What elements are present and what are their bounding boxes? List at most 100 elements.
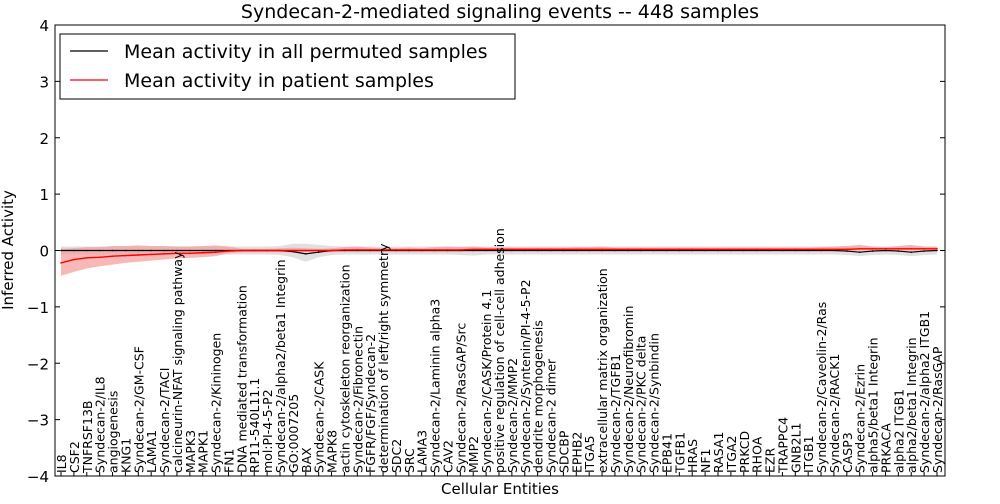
patient-point <box>356 249 359 251</box>
chart-title: Syndecan-2-mediated signaling events -- … <box>241 1 759 23</box>
x-tick-label: EPB41 <box>659 433 674 473</box>
patient-point <box>330 249 333 252</box>
x-tick-label: CAV2 <box>440 440 455 473</box>
x-tick-label: Syndecan-2/Synbindin <box>647 333 662 473</box>
x-tick-label: angiogenesis <box>106 391 121 473</box>
x-tick-label: ITGA2 <box>724 435 739 473</box>
x-tick-label: Syndecan-2/CASK <box>312 361 327 473</box>
permuted-point <box>601 249 603 252</box>
x-tick-label: CASP3 <box>840 432 855 473</box>
x-tick-label: SRC <box>402 448 417 473</box>
x-tick-label: Syndecan-2/alpha2/beta1 Integrin <box>273 259 288 473</box>
permuted-point <box>742 249 745 252</box>
permuted-point <box>781 249 784 252</box>
patient-point <box>408 249 410 251</box>
patient-point <box>730 248 732 251</box>
patient-point <box>717 248 719 251</box>
y-tick-label: −2 <box>27 355 49 373</box>
patient-point <box>472 248 475 251</box>
x-tick-label: Syndecan-2 dimer <box>544 358 559 473</box>
x-tick-label: TRAPPC4 <box>775 417 790 474</box>
permuted-point <box>549 249 552 252</box>
patient-point <box>833 248 835 251</box>
x-tick-label: alpha2 ITGB1 <box>891 389 906 473</box>
patient-point <box>807 248 809 251</box>
x-tick-label: CSF2 <box>67 441 82 473</box>
patient-point <box>588 248 590 251</box>
x-tick-label: TGFB1 <box>672 432 687 474</box>
patient-point <box>420 249 423 251</box>
patient-point <box>884 248 887 250</box>
patient-point <box>279 249 281 252</box>
patient-point <box>523 248 526 251</box>
x-tick-label: RASA1 <box>711 432 726 473</box>
x-tick-label: MMP2 <box>466 436 481 473</box>
x-tick-label: Syndecan-2/Caveolin-2/Ras <box>814 302 829 473</box>
x-tick-label: LAMA3 <box>415 430 430 473</box>
x-tick-label: MAPK8 <box>325 430 340 473</box>
patient-point <box>639 248 642 251</box>
permuted-point <box>98 249 101 252</box>
x-tick-label: dendrite morphogenesis <box>531 320 546 473</box>
permuted-point <box>472 249 475 252</box>
permuted-point <box>304 253 307 255</box>
permuted-point <box>755 249 758 252</box>
patient-point <box>214 251 217 253</box>
x-tick-label: Syndecan-2/RasGAP <box>930 346 945 473</box>
patient-point <box>369 249 371 251</box>
permuted-point <box>678 249 681 252</box>
x-tick-label: Syndecan-2/IL8 <box>93 376 108 473</box>
permuted-point <box>523 249 526 252</box>
x-tick-label: ITGB1 <box>801 435 816 473</box>
permuted-point <box>562 249 565 252</box>
patient-point <box>923 248 925 250</box>
patient-point <box>292 249 294 252</box>
x-tick-label: Syndecan-2/TACI <box>157 368 172 473</box>
patient-point <box>614 248 616 251</box>
patient-point <box>150 253 152 256</box>
patient-point <box>60 262 62 264</box>
x-tick-label: alpha5/beta1 Integrin <box>866 337 881 473</box>
x-tick-label: Syndecan-2/RACK1 <box>827 354 842 473</box>
permuted-point <box>871 250 874 252</box>
permuted-point <box>614 249 616 252</box>
patient-point <box>343 249 346 251</box>
permuted-point <box>884 249 887 252</box>
permuted-point <box>639 249 642 252</box>
x-tick-label: actin cytoskeleton reorganization <box>337 264 352 473</box>
x-tick-label: EPHB2 <box>569 432 584 473</box>
permuted-point <box>794 249 797 252</box>
permuted-point <box>730 249 732 252</box>
patient-point <box>704 248 706 251</box>
y-tick-label: 1 <box>39 186 49 204</box>
patient-point <box>627 248 629 251</box>
permuted-point <box>897 250 900 252</box>
x-tick-label: Syndecan-2/Neurofibromin <box>621 306 636 473</box>
permuted-point <box>292 250 294 253</box>
x-tick-label: Syndecan-2/alpha2 ITGB1 <box>917 311 932 473</box>
y-tick-label: −3 <box>27 412 49 430</box>
x-tick-label: Syndecan-2/GM-CSF <box>131 346 146 473</box>
patient-point <box>562 248 565 251</box>
y-tick-label: 4 <box>39 17 49 35</box>
x-tick-label: IL8 <box>54 454 69 473</box>
permuted-point <box>833 249 835 252</box>
x-tick-label: Syndecan-2/Syntenin/PI-4-5-P2 <box>518 279 533 473</box>
x-tick-label: EZR <box>763 448 778 473</box>
patient-point <box>575 248 578 251</box>
permuted-point <box>665 249 668 252</box>
x-tick-label: extracellular matrix organization <box>595 268 610 473</box>
patient-point <box>395 249 397 251</box>
x-tick-label: BAX <box>299 447 314 473</box>
permuted-point <box>807 249 809 252</box>
permuted-point <box>214 249 217 252</box>
patient-point <box>781 248 784 251</box>
patient-point <box>304 249 307 252</box>
patient-point <box>536 248 539 251</box>
x-tick-label: Syndecan-2/Kininogen <box>209 333 224 473</box>
x-tick-label: PRKACA <box>878 423 893 473</box>
x-tick-label: mol:PI-4-5-P2 <box>260 389 275 473</box>
permuted-point <box>60 249 62 252</box>
y-axis-label: Inferred Activity <box>0 190 17 310</box>
permuted-point <box>691 249 694 252</box>
